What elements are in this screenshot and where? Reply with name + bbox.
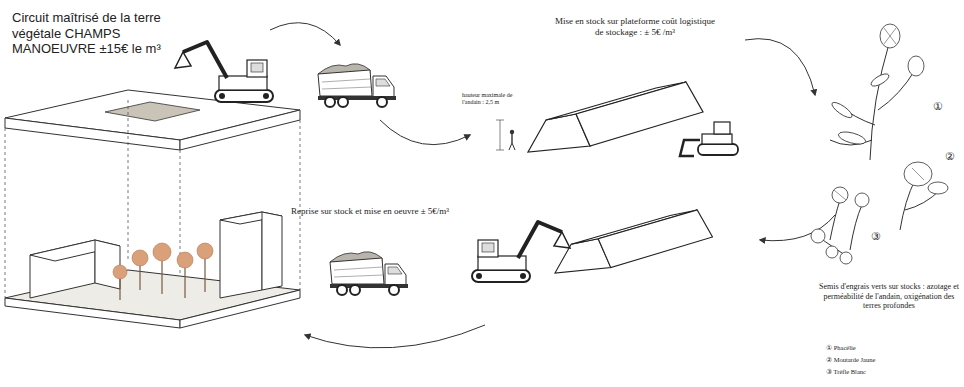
diagram-title: Circuit maîtrisé de la terre végétale CH… <box>12 10 162 57</box>
plant-item: ① Phacélie <box>826 344 956 352</box>
dimension-label: hauteur maximale de l'andain : 2,5 m <box>462 92 530 106</box>
plant-item: ③ Trèfle Blanc <box>826 368 956 376</box>
callout-number: ② <box>940 150 960 163</box>
step-label: Mise en stock sur plateforme coût logist… <box>550 16 720 38</box>
note-text: Semis d'engrais verts sur stocks : azota… <box>818 282 960 311</box>
step-label: Reprise sur stock et mise en oeuvre ± 5€… <box>290 206 450 217</box>
plant-item: ② Moutarde Jaune <box>826 356 956 364</box>
callout-number: ① <box>928 100 948 113</box>
callout-number: ③ <box>866 230 886 243</box>
